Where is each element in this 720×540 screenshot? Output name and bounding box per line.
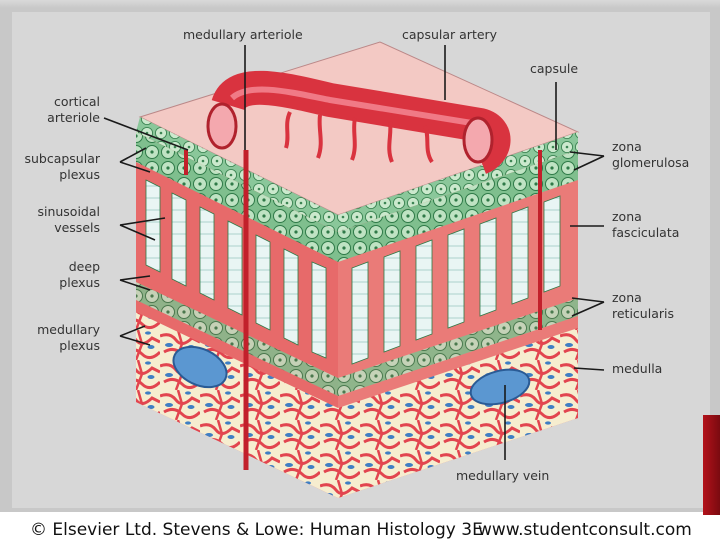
scan-shadow bbox=[0, 0, 720, 8]
website-link[interactable]: www.studentconsult.com bbox=[478, 520, 692, 540]
label-zona-glomerulosa-1: zona bbox=[612, 139, 642, 154]
red-edge-decoration bbox=[703, 415, 720, 515]
label-cortical-arteriole-1: cortical bbox=[54, 94, 100, 109]
label-capsular-artery: capsular artery bbox=[402, 27, 498, 42]
medullary-vein-right bbox=[469, 368, 531, 406]
label-zona-reticularis-2: reticularis bbox=[612, 306, 674, 321]
fasciculata-columns-right bbox=[351, 195, 561, 365]
label-medulla: medulla bbox=[612, 361, 662, 376]
label-zona-glomerulosa-2: glomerulosa bbox=[612, 155, 689, 170]
label-medullary-vein: medullary vein bbox=[456, 468, 549, 483]
label-subcapsular-plexus-2: plexus bbox=[59, 167, 100, 182]
capsular-branches bbox=[284, 111, 434, 164]
label-sinusoidal-vessels-2: vessels bbox=[54, 220, 100, 235]
leader-lines bbox=[103, 45, 605, 460]
label-sinusoidal-vessels-1: sinusoidal bbox=[37, 204, 100, 219]
label-medullary-plexus-1: medullary bbox=[37, 322, 100, 337]
top-edge-cells-right bbox=[338, 132, 578, 232]
label-subcapsular-plexus-1: subcapsular bbox=[24, 151, 100, 166]
glomerulosa-right bbox=[338, 150, 578, 262]
footer: © Elsevier Ltd. Stevens & Lowe: Human Hi… bbox=[0, 512, 720, 540]
label-zona-fasciculata-1: zona bbox=[612, 209, 642, 224]
artery-end-left bbox=[206, 102, 238, 150]
copyright-text: © Elsevier Ltd. Stevens & Lowe: Human Hi… bbox=[30, 520, 483, 540]
label-medullary-arteriole: medullary arteriole bbox=[183, 27, 303, 42]
label-deep-plexus-2: plexus bbox=[59, 275, 100, 290]
capsular-artery-highlight bbox=[230, 86, 479, 127]
label-zona-fasciculata-2: fasciculata bbox=[612, 225, 679, 240]
reticularis-right bbox=[338, 298, 578, 396]
label-cortical-arteriole-2: arteriole bbox=[47, 110, 100, 125]
artery-end-right bbox=[462, 116, 494, 164]
top-edge-cells-left bbox=[136, 117, 338, 232]
fasciculata-columns-left bbox=[145, 179, 327, 359]
reticularis-left bbox=[136, 282, 338, 396]
medullary-vein-left bbox=[172, 345, 228, 389]
label-medullary-plexus-2: plexus bbox=[59, 338, 100, 353]
label-capsule: capsule bbox=[530, 61, 578, 76]
label-deep-plexus-1: deep bbox=[69, 259, 100, 274]
label-zona-reticularis-1: zona bbox=[612, 290, 642, 305]
